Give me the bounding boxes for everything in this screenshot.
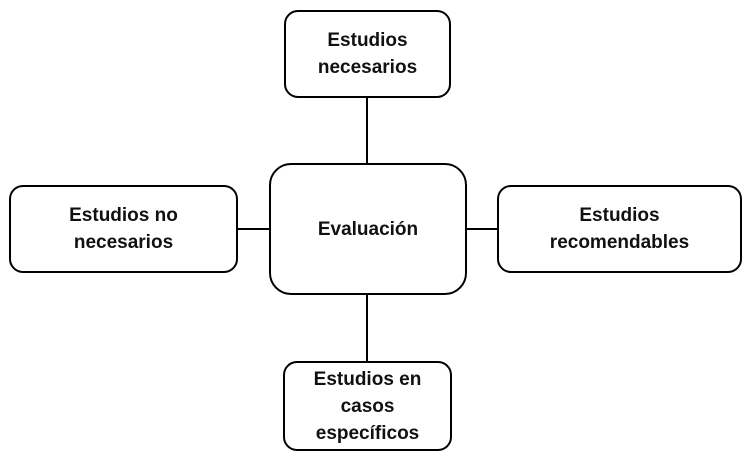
node-center-label: Evaluación bbox=[317, 218, 419, 240]
node-left-label: Estudios no necesarios bbox=[69, 205, 178, 253]
connector-top bbox=[366, 97, 368, 164]
node-right-label: Estudios recomendables bbox=[549, 205, 690, 253]
node-center-evaluacion: Evaluación bbox=[269, 163, 467, 295]
node-bottom-estudios-casos-especificos: Estudios en casos específicos bbox=[283, 361, 452, 451]
node-left-estudios-no-necesarios: Estudios no necesarios bbox=[9, 185, 238, 273]
node-right-estudios-recomendables: Estudios recomendables bbox=[497, 185, 742, 273]
connector-bottom bbox=[366, 294, 368, 362]
connector-right bbox=[465, 228, 500, 230]
node-bottom-label: Estudios en casos específicos bbox=[313, 368, 422, 444]
node-top-estudios-necesarios: Estudios necesarios bbox=[284, 10, 451, 98]
node-top-label: Estudios necesarios bbox=[317, 30, 418, 78]
connector-left bbox=[236, 228, 271, 230]
